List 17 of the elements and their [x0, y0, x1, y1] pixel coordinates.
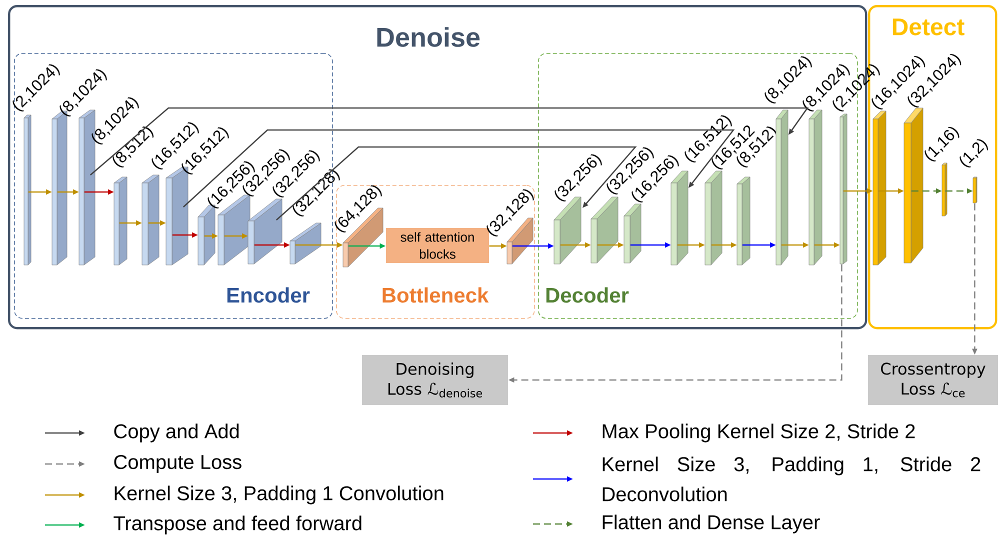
panel-heading: Decoder: [546, 287, 629, 303]
arrow: [90, 107, 809, 176]
legend-text: Compute Loss: [114, 454, 242, 474]
panel-heading: Encoder: [227, 287, 310, 303]
legend-text: Kernel Size 3, Padding 1 Convolution: [114, 486, 444, 504]
legend-text: Kernel Size 3, Padding 1, Stride 2 Deconvolution: [602, 456, 980, 502]
loss-box: Crossentropy Loss ℒ$_{ce}$: [868, 355, 998, 405]
legend-text: Copy and Add: [114, 424, 239, 442]
loss-box: Denoising Loss ℒ$_{denoise}$: [362, 355, 508, 405]
panel-heading: Detect: [892, 18, 964, 36]
legend-text: Flatten and Dense Layer: [602, 514, 820, 534]
legend-text: Max Pooling Kernel Size 2, Stride 2: [602, 424, 915, 442]
arrow: [276, 146, 637, 220]
panel-heading: Denoise: [377, 27, 480, 47]
arrow: [182, 129, 735, 208]
panel-heading: Bottleneck: [382, 287, 489, 303]
legend-text: Transpose and feed forward: [114, 516, 362, 534]
